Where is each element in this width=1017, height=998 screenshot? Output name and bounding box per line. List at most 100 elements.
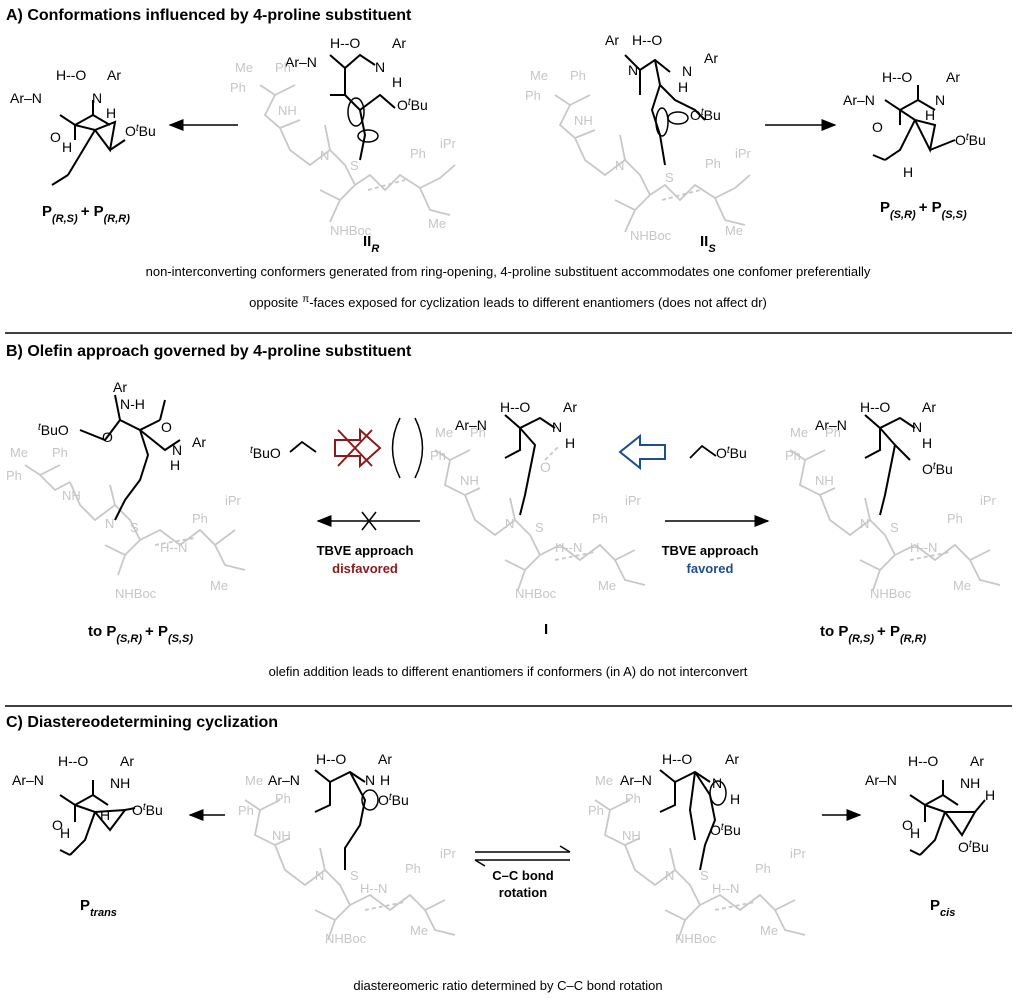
a-left-h-o: H--O [56,67,86,83]
b-center-scaffold [434,444,646,591]
c-mr-nhboc: NHBoc [675,931,717,946]
c-mr-ph2: Ph [588,803,604,818]
b-favored-approach-icon [618,433,666,471]
a-right-otbu: OtBu [955,132,986,149]
b-right-reactive [864,414,916,516]
b-tbve-right-label: OtBu [716,445,747,462]
c-mr-me: Me [595,773,613,788]
c-mid-right-scaffold [594,799,806,941]
a-iir-ph2: Ph [230,80,246,95]
c-ml-me2: Me [410,923,428,938]
a-iis-ar2: Ar [704,50,718,66]
c-ml-h: H [380,772,390,788]
a-intermediate-iir-reactive [329,53,396,161]
c-ml-n2: N [315,868,324,883]
a-right-n: N [935,92,945,108]
b-left-h: H [170,457,180,473]
c-right-o: O [902,817,913,833]
a-left-h2: H [62,139,72,155]
b-center-h: H [565,435,575,451]
a-iis-me2: Me [725,223,743,238]
b-arrow-left-cross-icon [361,511,377,531]
b-right-product-label: to P(R,S)+ P(R,R) [820,623,927,645]
c-mr-otbu: OtBu [710,822,741,839]
b-right-arrow-label: TBVE approach [662,543,759,558]
b-steric-clash-icon [391,417,424,479]
c-left-ar-n: Ar–N [12,772,44,788]
c-right-ar-n: Ar–N [865,772,897,788]
b-left-ph1: Ph [52,445,68,460]
b-right-me2: Me [953,578,971,593]
a-iir-nhboc: NHBoc [330,223,372,238]
b-left-s: S [130,520,139,535]
a-iir-h-o: H--O [330,35,360,51]
b-right-h: H [922,435,932,451]
b-tbve-left-label: tBuO [250,445,281,462]
a-left-ar-n: Ar–N [10,90,42,106]
a-intermediate-iis-reactive [624,54,706,166]
b-left-ph3: Ph [192,511,208,526]
c-ml-ph3: Ph [405,861,421,876]
b-note: olefin addition leads to different enant… [269,664,748,679]
b-left-n2: N [105,516,114,531]
c-mr-h-o: H--O [662,751,692,767]
a-iis-ipr: iPr [735,146,752,161]
b-center-nhboc: NHBoc [515,586,557,601]
a-intermediate-iir-scaffold [259,84,456,223]
c-eq-label-1: C–C bond [492,868,553,883]
a-iir-ph3: Ph [410,146,426,161]
a-right-product-label: P(S,R)+ P(S,S) [880,199,967,221]
b-right-ph2: Ph [785,448,801,463]
b-center-ipr: iPr [625,493,642,508]
c-mr-me2: Me [760,923,778,938]
b-left-ph2: Ph [6,468,22,483]
c-mr-n2: N [665,868,674,883]
a-iir-me: Me [235,60,253,75]
a-iis-ph1: Ph [570,68,586,83]
a-iis-h: H [678,79,688,95]
c-right-product-structure [909,780,986,856]
c-right-product-label: Pcis [930,897,955,919]
b-center-o: O [540,459,551,475]
b-left-nhboc: NHBoc [115,586,157,601]
b-left-scaffold [24,464,246,576]
c-mr-ar: Ar [725,751,739,767]
a-iis-h-o: H--O [632,32,662,48]
a-right-h2: H [903,164,913,180]
c-equilibrium-forward-head [559,845,571,853]
a-iis-otbu: OtBu [690,107,721,124]
b-left-arrow-sub: disfavored [332,561,398,576]
c-mr-ph3: Ph [755,861,771,876]
c-left-product-label: Ptrans [80,897,117,919]
b-left-reactive [79,394,181,521]
section-c-title: C) Diastereodetermining cyclization [6,714,278,731]
c-right-h: H [985,787,995,803]
b-right-n: N [912,419,922,435]
b-left-nh: N-H [120,396,145,412]
a-iis-n2: N [682,63,692,79]
c-left-nh: NH [110,775,130,791]
b-center-ph2: Ph [430,448,446,463]
a-left-otbu: OtBu [125,123,156,140]
b-center-ar-n: Ar–N [455,417,487,433]
a-right-h-o: H--O [882,69,912,85]
b-tbve-right-vinyl [689,444,717,459]
c-ml-ar: Ar [378,751,392,767]
b-right-ph1: Ph [825,425,841,440]
b-right-me: Me [790,425,808,440]
b-center-ph1: Ph [470,425,486,440]
b-left-nh2: NH [62,488,81,503]
a-iir-ar-n: Ar–N [285,54,317,70]
a-iis-ar: Ar [605,32,619,48]
section-a-title: A) Conformations influenced by 4-proline… [6,7,412,24]
c-note: diastereomeric ratio determined by C–C b… [353,978,662,993]
c-left-h-o: H--O [58,753,88,769]
b-left-ar2: Ar [192,434,206,450]
a-intermediate-iir-label: IIR [363,233,379,255]
b-center-label: I [544,621,548,638]
c-mr-h: H [730,791,740,807]
a-iis-n: N [628,62,638,78]
b-center-me: Me [435,425,453,440]
a-iis-me: Me [530,68,548,83]
b-left-o1: O [102,429,113,445]
